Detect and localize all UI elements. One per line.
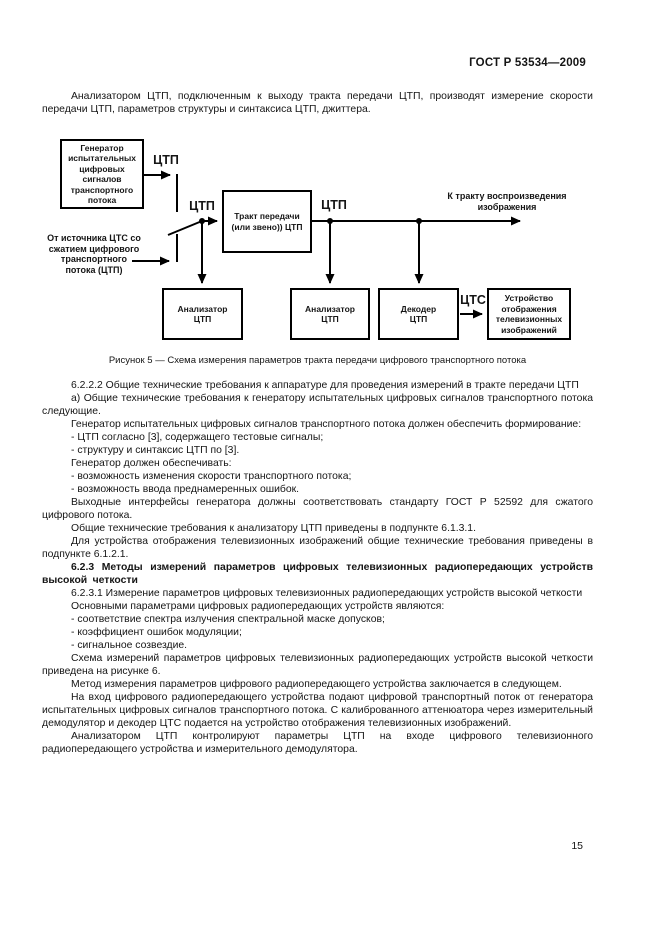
display-device-box: Устройство отображения телевизионных изо… [487,288,571,340]
paragraph: Метод измерения параметров цифрового рад… [71,679,562,690]
junction-dot [327,218,333,224]
to-playback-label: К тракту воспроизведения изображения [447,191,567,212]
paragraph: - возможность изменения скорости транспо… [71,471,352,482]
paragraph: Анализатором ЦТП, подключенным к выходу … [42,91,593,115]
paragraph: - структуру и синтаксис ЦТП по [3]. [71,445,240,456]
paragraph: На вход цифрового радиопередающего устро… [42,692,593,729]
cts-label-decoder-out: ЦТС [460,293,486,307]
ctp-label-path-in: ЦТП [189,199,215,213]
paragraph: - возможность ввода преднамеренных ошибо… [71,484,300,495]
generator-box: Генератор испытательных цифровых сигнало… [60,139,144,209]
junction-dot [199,218,205,224]
paragraph: - соответствие спектра излучения спектра… [71,614,385,625]
paragraph: - сигнальное созвездие. [71,640,188,651]
body-text: 6.2.2.2 Общие технические требования к а… [42,379,593,756]
paragraph: - ЦТП согласно [3], содержащего тестовые… [71,432,324,443]
paragraph: Генератор испытательных цифровых сигнало… [71,419,582,430]
paragraph: 6.2.3.1 Измерение параметров цифровых те… [71,588,583,599]
paragraph: Основными параметрами цифровых радиопере… [71,601,445,612]
paragraph: Для устройства отображения телевизионных… [42,536,593,560]
analyzer-ctp-box-left: Анализатор ЦТП [162,288,243,340]
ctp-label-generator-out: ЦТП [153,153,179,167]
paragraph: Схема измерений параметров цифровых теле… [42,653,593,677]
switch-wiper-line [167,220,203,236]
paragraph: Анализатором ЦТП контролируют параметры … [42,731,593,755]
paragraph: 6.2.2.2 Общие технические требования к а… [71,380,579,391]
document-header: ГОСТ Р 53534—2009 [469,57,586,69]
decoder-ctp-box: Декодер ЦТП [378,288,459,340]
figure-caption: Рисунок 5 — Схема измерения параметров т… [108,355,527,366]
intro-paragraph-block: Анализатором ЦТП, подключенным к выходу … [42,90,593,116]
paragraph: Генератор должен обеспечивать: [71,458,232,469]
transmission-path-box: Тракт передачи (или звено)) ЦТП [222,190,312,253]
figure-diagram: Генератор испытательных цифровых сигнало… [0,135,661,355]
paragraph: Общие технические требования к анализато… [71,523,476,534]
connector-lines [132,170,521,319]
paragraph: а) Общие технические требования к генера… [42,393,593,417]
ctp-label-path-out: ЦТП [321,198,347,212]
paragraph: - коэффициент ошибок модуляции; [71,627,242,638]
junction-dot [416,218,422,224]
analyzer-ctp-box-mid: Анализатор ЦТП [290,288,370,340]
source-label: От источника ЦТС со сжатием цифрового тр… [47,233,141,275]
paragraph: 6.2.3 Методы измерений параметров цифров… [42,562,593,586]
paragraph: Выходные интерфейсы генератора должны со… [42,497,593,521]
page-number: 15 [571,840,583,852]
